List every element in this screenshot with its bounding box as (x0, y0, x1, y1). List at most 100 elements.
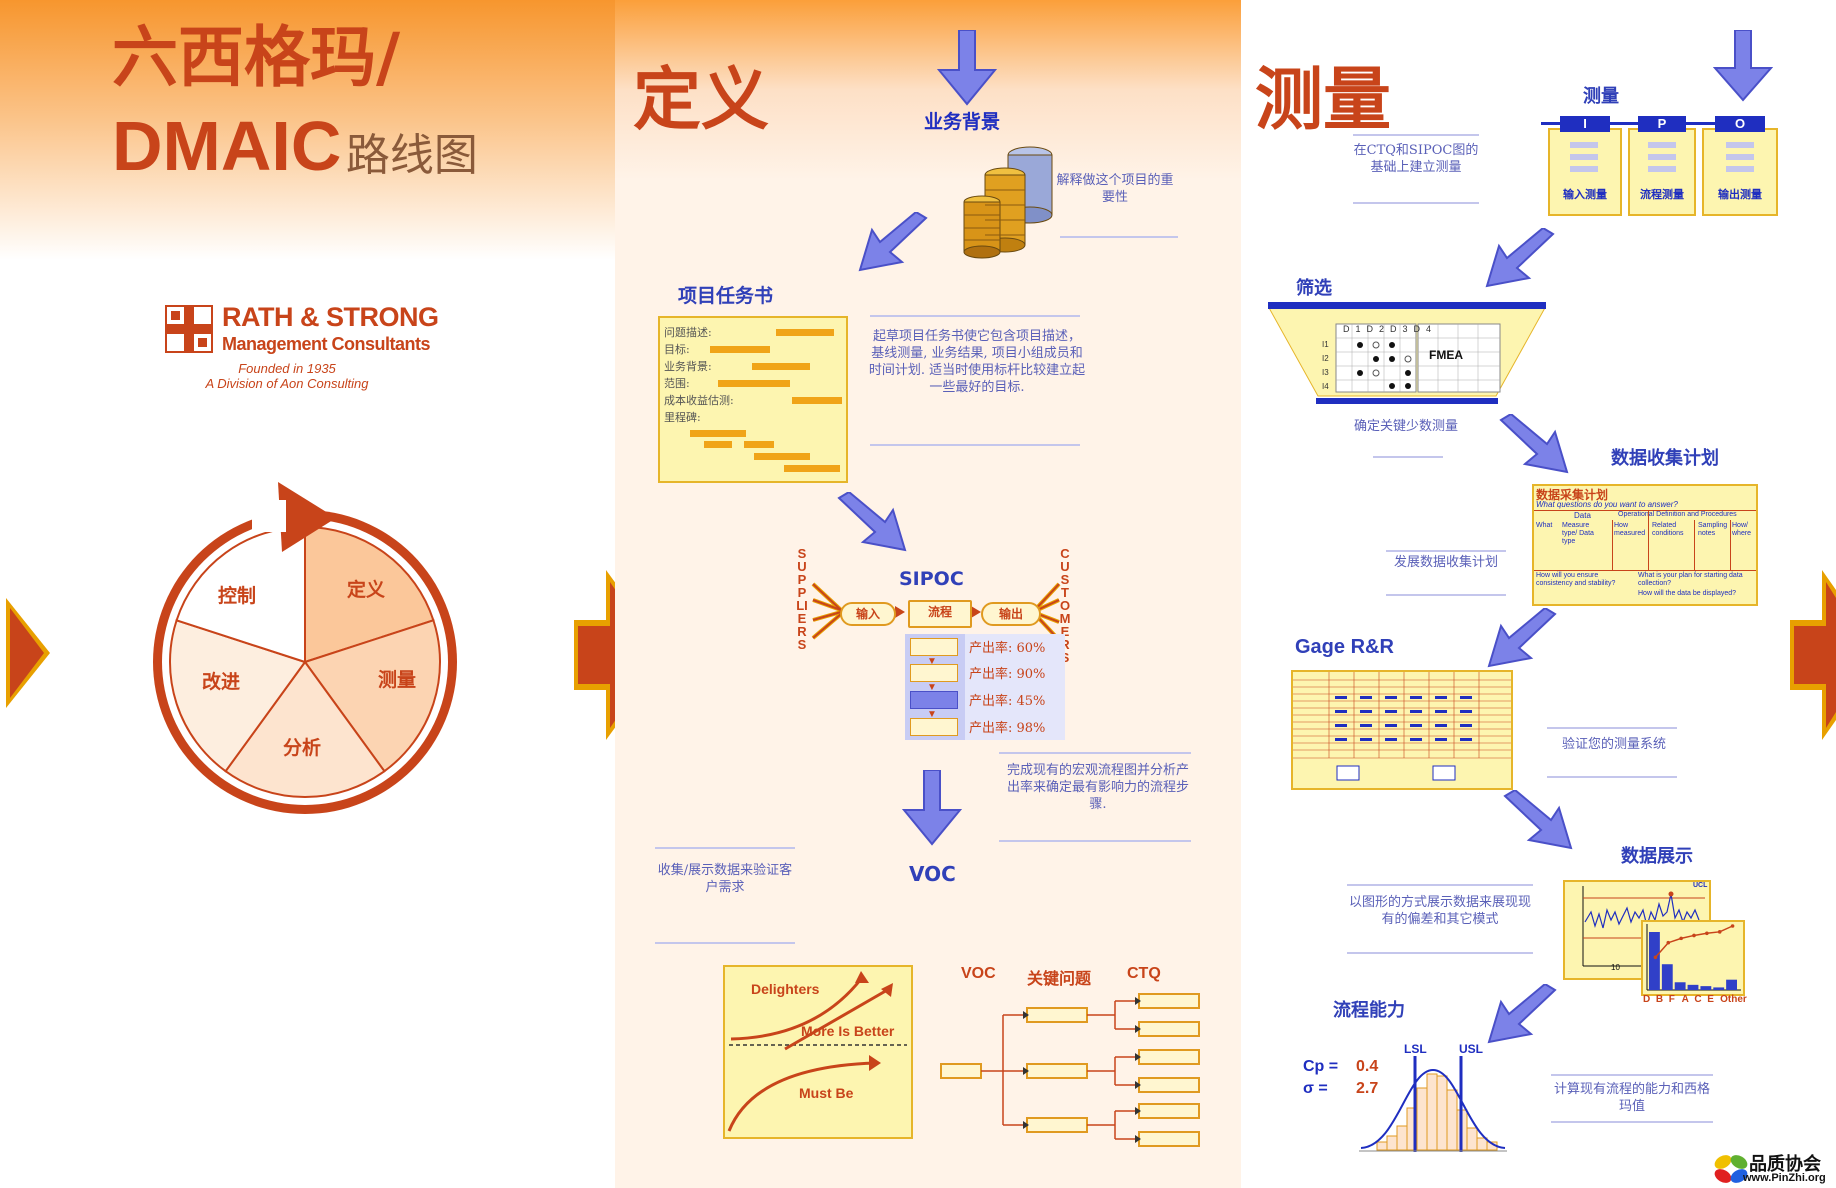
pareto-cumulative-point (1666, 941, 1670, 945)
divider (999, 840, 1191, 842)
tree-header-ctq: CTQ (1127, 965, 1161, 983)
ipo-caption: 流程测量 (1630, 186, 1694, 202)
lsl-label: LSL (1404, 1042, 1427, 1056)
plan-note: 发展数据收集计划 (1381, 554, 1511, 571)
measure-title: 测量 (1255, 44, 1391, 143)
capability-histogram (1357, 1056, 1509, 1154)
kano-diagram: Delighters More Is Better Must Be (723, 965, 913, 1139)
capability-title: 流程能力 (1333, 996, 1405, 1022)
kano-delighters: Delighters (751, 981, 819, 997)
display-title: 数据展示 (1621, 842, 1693, 868)
plan-form-c3: How measured (1614, 522, 1638, 538)
data-collection-plan-form: 数据采集计划 What questions do you want to ans… (1532, 484, 1758, 606)
slice-label-define: 定义 (347, 578, 385, 601)
pareto-bar (1688, 985, 1699, 990)
divider (999, 752, 1191, 754)
matrix-row: I3 (1322, 366, 1336, 380)
logo-division: A Division of Aon Consulting (150, 376, 424, 391)
sipoc-note: 完成现有的宏观流程图并分析产出率来确定最有影响力的流程步骤. (1003, 762, 1193, 813)
cp-label: Cp = (1303, 1058, 1338, 1076)
divider (1386, 594, 1506, 596)
measure-panel: 测量 测量 I 输入测量 P 流程测量 O 输出测量 在CTQ和SIPOC图的基… (1241, 0, 1836, 1188)
matrix-col: D3 (1390, 324, 1414, 334)
plan-form-c1: What (1536, 522, 1552, 529)
plan-form-c2: Measure type/ Data type (1562, 522, 1602, 546)
pareto-bar (1649, 932, 1660, 990)
pareto-category-label: F (1669, 994, 1675, 1005)
fmea-label: FMEA (1429, 348, 1463, 362)
charter-document: 问题描述: 目标: 业务背景: 范围: 成本收益估测: 里程碑: (658, 316, 848, 483)
grr-title: Gage R&R (1295, 636, 1394, 659)
divider (1347, 952, 1533, 954)
display-note: 以图形的方式展示数据来展现现有的偏差和其它模式 (1345, 894, 1535, 928)
control-chart-x-tick: 10 (1611, 963, 1620, 972)
plan-form-q2: What is your plan for starting data coll… (1638, 572, 1754, 588)
charter-field: 成本收益估测: (664, 392, 734, 408)
divider (870, 315, 1080, 317)
pareto-category-label: E (1707, 994, 1714, 1005)
matrix-row: I2 (1322, 352, 1336, 366)
yield-value: 产出率: 60% (969, 637, 1045, 656)
plan-form-c6: How/ where (1732, 522, 1754, 538)
measure-label: 测量 (1583, 82, 1619, 108)
diagonal-arrow-icon (1487, 984, 1557, 1044)
down-arrow-icon (1713, 30, 1773, 102)
yield-value: 产出率: 90% (969, 663, 1045, 682)
charter-title: 项目任务书 (678, 281, 773, 308)
divider (1347, 884, 1533, 886)
pareto-bar (1700, 986, 1711, 990)
divider (1353, 202, 1479, 204)
down-arrow-icon (937, 30, 997, 106)
measure-note: 在CTQ和SIPOC图的基础上建立测量 (1351, 142, 1481, 176)
pareto-category-label: D (1643, 994, 1650, 1005)
charter-field: 里程碑: (664, 409, 701, 425)
plan-form-q3: How will the data be displayed? (1638, 590, 1754, 598)
screen-note: 确定关键少数测量 (1311, 418, 1501, 435)
ipo-letter: P (1638, 116, 1686, 132)
plan-form-h2: Operational Definition and Procedures (1618, 511, 1737, 518)
pareto-cumulative-point (1718, 930, 1722, 934)
charter-field: 范围: (664, 375, 690, 391)
roadmap-word: 路线图 (346, 130, 478, 181)
slice-label-analyze: 分析 (283, 736, 321, 759)
logo-founded: Founded in 1935 (150, 361, 424, 376)
pareto-bar (1713, 987, 1724, 990)
sipoc-input: 输入 (840, 602, 896, 626)
sipoc-suppliers-label: SUPPLIERS (795, 547, 809, 651)
gage-rr-table (1291, 670, 1513, 790)
charter-field: 问题描述: (664, 324, 712, 340)
diagonal-arrow-icon (1485, 228, 1555, 288)
divider (870, 444, 1080, 446)
matrix-col: D4 (1414, 324, 1438, 334)
slice-label-control: 控制 (218, 584, 256, 607)
voc-note: 收集/展示数据来验证客户需求 (655, 862, 795, 896)
pareto-cumulative-point (1705, 931, 1709, 935)
ipo-letter: O (1715, 116, 1765, 132)
divider (1386, 550, 1506, 552)
pareto-cumulative-point (1654, 955, 1658, 959)
pareto-chart-plot (1643, 922, 1743, 994)
divider (1551, 1074, 1713, 1076)
divider (1353, 134, 1479, 136)
plan-title: 数据收集计划 (1611, 444, 1719, 470)
charter-field: 目标: (664, 341, 690, 357)
matrix-col: D1 (1343, 324, 1367, 334)
logo-name-line1: RATH & STRONG (222, 302, 439, 333)
right-edge-arrow-icon (1790, 570, 1836, 740)
sipoc-process-steps: ▼ ▼ ▼ (905, 634, 965, 740)
divider (655, 847, 795, 849)
dmaic-word: DMAIC (112, 107, 341, 185)
sigma-label: σ = (1303, 1080, 1328, 1098)
divider (1547, 776, 1677, 778)
plan-form-c5: Sampling notes (1698, 522, 1726, 538)
slice-label-improve: 改进 (202, 670, 240, 693)
pareto-category-label: B (1656, 994, 1663, 1005)
diagonal-arrow-icon (858, 212, 928, 272)
down-arrow-icon (902, 770, 962, 846)
rath-strong-logo-icon (165, 305, 213, 353)
charter-note: 起草项目任务书使它包含项目描述，基线测量, 业务结果, 项目小组成员和时间计划.… (868, 328, 1086, 396)
divider (655, 942, 795, 944)
grr-note: 验证您的测量系统 (1547, 736, 1681, 753)
matrix-row: I1 (1322, 338, 1336, 352)
